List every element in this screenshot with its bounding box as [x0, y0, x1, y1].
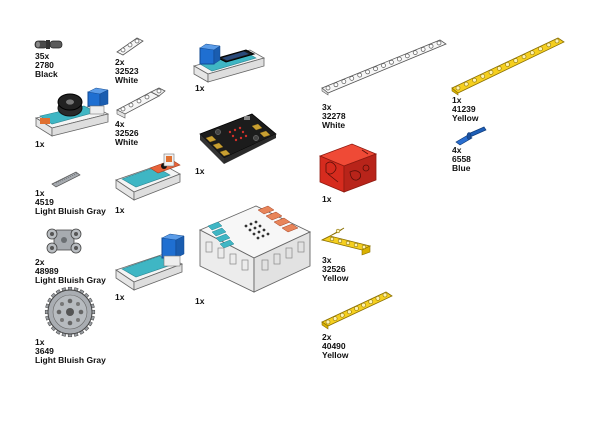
beam-hole — [381, 63, 386, 68]
beam-hole — [389, 59, 394, 65]
beam-hole — [455, 85, 461, 91]
beam-hole — [347, 309, 352, 315]
beam-hole — [505, 62, 510, 67]
beam-hole — [361, 302, 366, 308]
beam-hole — [472, 77, 477, 83]
module-label-servo-motor: 1x — [322, 194, 332, 204]
module-label-motor: 1x — [115, 292, 125, 302]
beam-hole — [404, 53, 410, 59]
pin-2780-image — [34, 40, 63, 49]
module-label-microbit: 1x — [195, 166, 205, 176]
beam-hole — [349, 76, 355, 81]
module-label-sensor: 1x — [115, 205, 125, 215]
beam-hole — [365, 69, 370, 75]
beam-hole — [339, 312, 345, 318]
motor-module-image — [115, 233, 185, 291]
beam-hole — [332, 316, 338, 321]
beam-hole — [428, 43, 434, 49]
beam-hole — [397, 56, 402, 62]
beam-hole — [488, 70, 494, 75]
buzzer-module-image — [34, 87, 110, 137]
beam-32523-image — [116, 37, 144, 56]
beam-32526-white-image — [116, 87, 166, 119]
beam-40490-image — [321, 291, 393, 330]
beam-hole — [496, 66, 502, 71]
oled-module-image — [192, 43, 266, 83]
beam-hole — [357, 72, 363, 78]
beam-hole — [341, 79, 347, 84]
servo-motor-image — [318, 143, 378, 193]
beam-hole — [521, 54, 527, 59]
beam-hole — [513, 58, 519, 63]
axlepin-6558-image — [455, 126, 487, 146]
beam-hole — [529, 50, 535, 56]
module-label-expansion-board: 1x — [195, 296, 205, 306]
beam-hole — [375, 296, 381, 301]
module-label-buzzer: 1x — [35, 139, 45, 149]
beam-41239-image — [451, 37, 565, 96]
beam-hole — [373, 66, 378, 72]
beam-32278-image — [321, 39, 447, 96]
beam-hole — [333, 82, 339, 88]
connector-48989-image — [46, 228, 82, 254]
beam-hole — [546, 42, 552, 48]
beam-hole — [368, 299, 374, 305]
beam-hole — [420, 47, 426, 52]
beam-hole — [354, 306, 359, 311]
beam-hole — [412, 50, 418, 55]
beam-32526-yellow-image — [320, 227, 372, 256]
beam-hole — [325, 319, 331, 325]
beam-hole — [325, 85, 331, 91]
gear-3649-image — [44, 286, 96, 338]
microbit-board-image — [199, 113, 277, 164]
module-label-oled: 1x — [195, 83, 205, 93]
beam-hole — [463, 81, 469, 87]
beam-hole — [554, 38, 560, 44]
sensor-module-image — [115, 153, 181, 201]
beam-hole — [480, 73, 486, 79]
expansion-board-image — [198, 205, 312, 293]
beam-hole — [436, 40, 442, 46]
beam-hole — [538, 46, 543, 52]
beam-hole — [382, 292, 388, 298]
axle-4519-image — [51, 171, 81, 188]
